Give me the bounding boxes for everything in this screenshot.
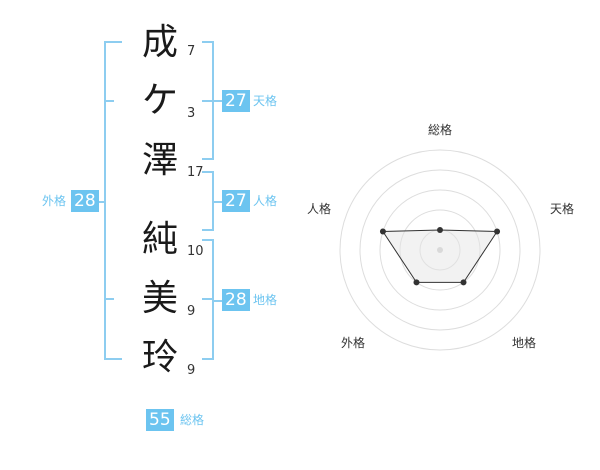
soukaku-badge: 55 <box>146 409 174 431</box>
radar-point-4 <box>413 279 420 286</box>
name-char-2: ケ <box>141 80 178 121</box>
radar-point-5 <box>379 228 386 235</box>
radar-center-dot <box>437 247 443 253</box>
radar-axis-label-tenkaku: 天格 <box>550 201 574 216</box>
radar-points <box>379 227 501 286</box>
jinkaku-connector <box>212 201 222 203</box>
soukaku-label: 総格 <box>180 413 205 427</box>
name-char-6: 玲 <box>141 337 178 378</box>
name-char-1: 成 <box>141 22 178 63</box>
chikaku-connector <box>212 300 222 302</box>
radar-axis-label-chikaku: 地格 <box>512 335 536 350</box>
chikaku-label: 地格 <box>253 293 278 307</box>
radar-point-3 <box>460 279 467 286</box>
radar-ring <box>399 209 481 291</box>
chikaku-bracket-tick <box>202 298 214 300</box>
jinkaku-label: 人格 <box>253 194 278 208</box>
stroke-count-5: 9 <box>187 304 196 319</box>
name-char-5: 美 <box>141 278 178 319</box>
radar-axis-label-gaikaku: 外格 <box>341 335 365 350</box>
tenkaku-badge: 27 <box>222 90 250 112</box>
stroke-count-3: 17 <box>187 165 204 180</box>
radar-point-1 <box>437 227 443 233</box>
radar-ring <box>379 189 501 311</box>
radar-ring <box>339 149 541 351</box>
radar-score-polygon <box>381 229 499 283</box>
jinkaku-badge: 27 <box>222 190 250 212</box>
chikaku-badge: 28 <box>222 289 250 311</box>
radar-ring <box>359 169 521 331</box>
tenkaku-connector <box>212 100 222 102</box>
radar-rings <box>339 149 541 351</box>
stroke-count-4: 10 <box>187 244 204 259</box>
radar-axis-label-soukaku: 総格 <box>428 122 452 137</box>
radar-ring <box>419 229 461 271</box>
gaikaku-bracket <box>104 41 122 360</box>
radar-axis-label-jinkaku: 人格 <box>307 201 331 216</box>
name-char-4: 純 <box>141 219 178 260</box>
gaikaku-badge: 28 <box>71 190 99 212</box>
name-char-3: 澤 <box>141 140 178 181</box>
gaikaku-label: 外格 <box>42 194 67 208</box>
radar-point-2 <box>494 228 501 235</box>
stroke-count-1: 7 <box>187 44 196 59</box>
stroke-count-6: 9 <box>187 363 196 378</box>
gaikaku-bracket-tick-top <box>104 100 114 102</box>
tenkaku-label: 天格 <box>253 94 278 108</box>
gaikaku-connector <box>98 201 106 203</box>
tenkaku-bracket-tick <box>202 100 214 102</box>
stroke-count-2: 3 <box>187 106 196 121</box>
gaikaku-bracket-tick-bottom <box>104 298 114 300</box>
